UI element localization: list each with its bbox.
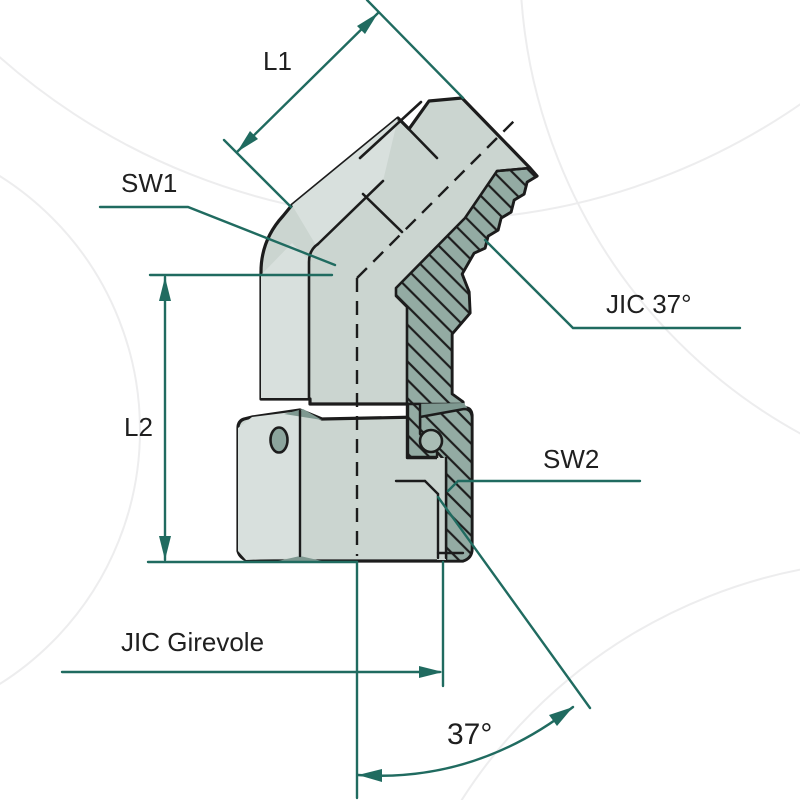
flare-angle-ray [436, 495, 592, 710]
hex-upper-facet [292, 118, 398, 247]
nut-spanner-hole [269, 426, 289, 454]
label-angle-37: 37° [447, 718, 492, 751]
thread-start-step [396, 116, 439, 160]
l2-arrowhead-top [159, 277, 171, 301]
girevole-arrowhead [419, 666, 443, 678]
angle-arc-arrowhead-right [549, 707, 573, 726]
collar-edge [358, 100, 423, 160]
fitting-body [259, 96, 539, 406]
label-sw2: SW2 [543, 444, 599, 474]
l1-arrowhead-bottom [237, 131, 258, 152]
sw1-leader-line [98, 205, 337, 267]
sleeve-strip [437, 458, 446, 560]
label-sw1: SW1 [121, 168, 177, 198]
dimension-arrowheads [159, 13, 573, 782]
label-l2: L2 [124, 412, 153, 442]
label-jic-37: JIC 37° [606, 289, 692, 319]
watermark-circle [0, 175, 141, 685]
l2-arrowhead-bottom [159, 536, 171, 560]
nut-bottom-bevel-facet [278, 556, 322, 561]
dimension-lines [60, 0, 742, 800]
column-left-facet [261, 243, 309, 398]
watermark-circle [520, 0, 800, 435]
branch-face-edges [307, 100, 532, 401]
l1-dimension-line [235, 11, 380, 154]
retaining-ball [418, 428, 444, 454]
label-l1: L1 [263, 46, 292, 76]
nut-left-facet [238, 411, 300, 560]
angle-arc [356, 705, 575, 777]
column-hex-edge [307, 242, 320, 401]
end-face-edge [495, 166, 532, 173]
branch-section-hatch [394, 166, 539, 406]
sw2-leader-line [446, 479, 642, 493]
angle-arc-arrowhead-left [358, 769, 382, 782]
l1-extension-line-bottom [222, 138, 293, 209]
hex-start-step [361, 192, 404, 234]
nut-top-bevel-facet [284, 409, 322, 420]
flare-cone-edge [423, 479, 440, 496]
branch-centerline [356, 118, 517, 279]
label-jic-girevole: JIC Girevole [121, 627, 264, 657]
dimension-labels: L1 SW1 L2 JIC 37° SW2 JIC Girevole 37° [121, 46, 692, 751]
centerlines [355, 118, 517, 556]
swivel-nut [236, 402, 474, 563]
l1-arrowhead-top [357, 13, 378, 34]
jic37-leader-line [483, 238, 742, 330]
hex-ridge-edge [316, 179, 385, 246]
l1-extension-line-top [365, 0, 465, 100]
